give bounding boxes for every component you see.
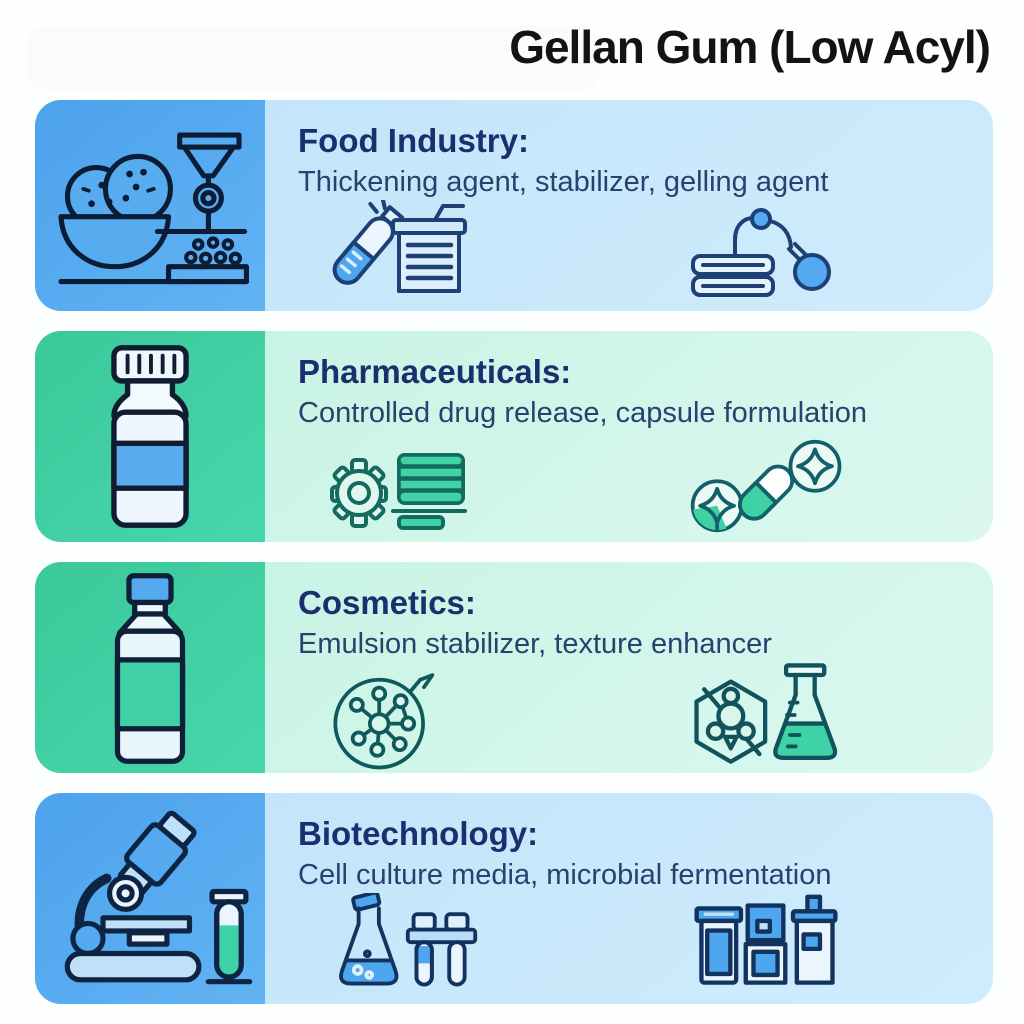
section-heading: Cosmetics: — [298, 584, 476, 621]
cosmetic-bottle-icon — [114, 572, 186, 764]
pills-and-capsule-icon — [687, 431, 847, 541]
culture-flask-and-rack-icon — [323, 893, 481, 999]
gear-and-tablet-stack-icon — [323, 431, 473, 531]
section-description: Controlled drug release, capsule formula… — [298, 397, 868, 430]
section-description: Cell culture media, microbial fermentati… — [298, 859, 832, 892]
microscope-and-test-tube-icon — [64, 810, 253, 984]
section-heading: Pharmaceuticals: — [298, 353, 572, 390]
biotechnology-content: Biotechnology: Cell culture media, micro… — [265, 793, 993, 1004]
pill-bottle-icon — [111, 344, 189, 528]
hex-molecule-and-flask-icon — [687, 662, 849, 768]
culture-vials-icon — [687, 893, 845, 999]
biotechnology-icon-panel — [35, 793, 265, 1004]
food-bowl-funnel-icon — [58, 132, 249, 284]
molecule-network-circle-icon — [323, 662, 441, 773]
food-industry-icon-panel — [35, 100, 265, 311]
food-industry-content: Food Industry: Thickening agent, stabili… — [265, 100, 993, 311]
section-heading: Food Industry: — [298, 122, 529, 159]
section-food-industry: Food Industry: Thickening agent, stabili… — [35, 100, 993, 311]
ingredient-bottle-and-jar-icon — [323, 200, 473, 300]
gel-extrusion-ball-icon — [687, 200, 837, 300]
section-pharmaceuticals: Pharmaceuticals: Controlled drug release… — [35, 331, 993, 542]
section-description: Thickening agent, stabilizer, gelling ag… — [298, 166, 829, 199]
faded-logo-area — [26, 26, 601, 90]
section-description: Emulsion stabilizer, texture enhancer — [298, 628, 772, 661]
pharmaceuticals-content: Pharmaceuticals: Controlled drug release… — [265, 331, 993, 542]
section-biotechnology: Biotechnology: Cell culture media, micro… — [35, 793, 993, 1004]
section-cosmetics: Cosmetics: Emulsion stabilizer, texture … — [35, 562, 993, 773]
section-heading: Biotechnology: — [298, 815, 539, 852]
cosmetics-content: Cosmetics: Emulsion stabilizer, texture … — [265, 562, 993, 773]
page-title: Gellan Gum (Low Acyl) — [509, 21, 991, 73]
cosmetics-icon-panel — [35, 562, 265, 773]
pharmaceuticals-icon-panel — [35, 331, 265, 542]
